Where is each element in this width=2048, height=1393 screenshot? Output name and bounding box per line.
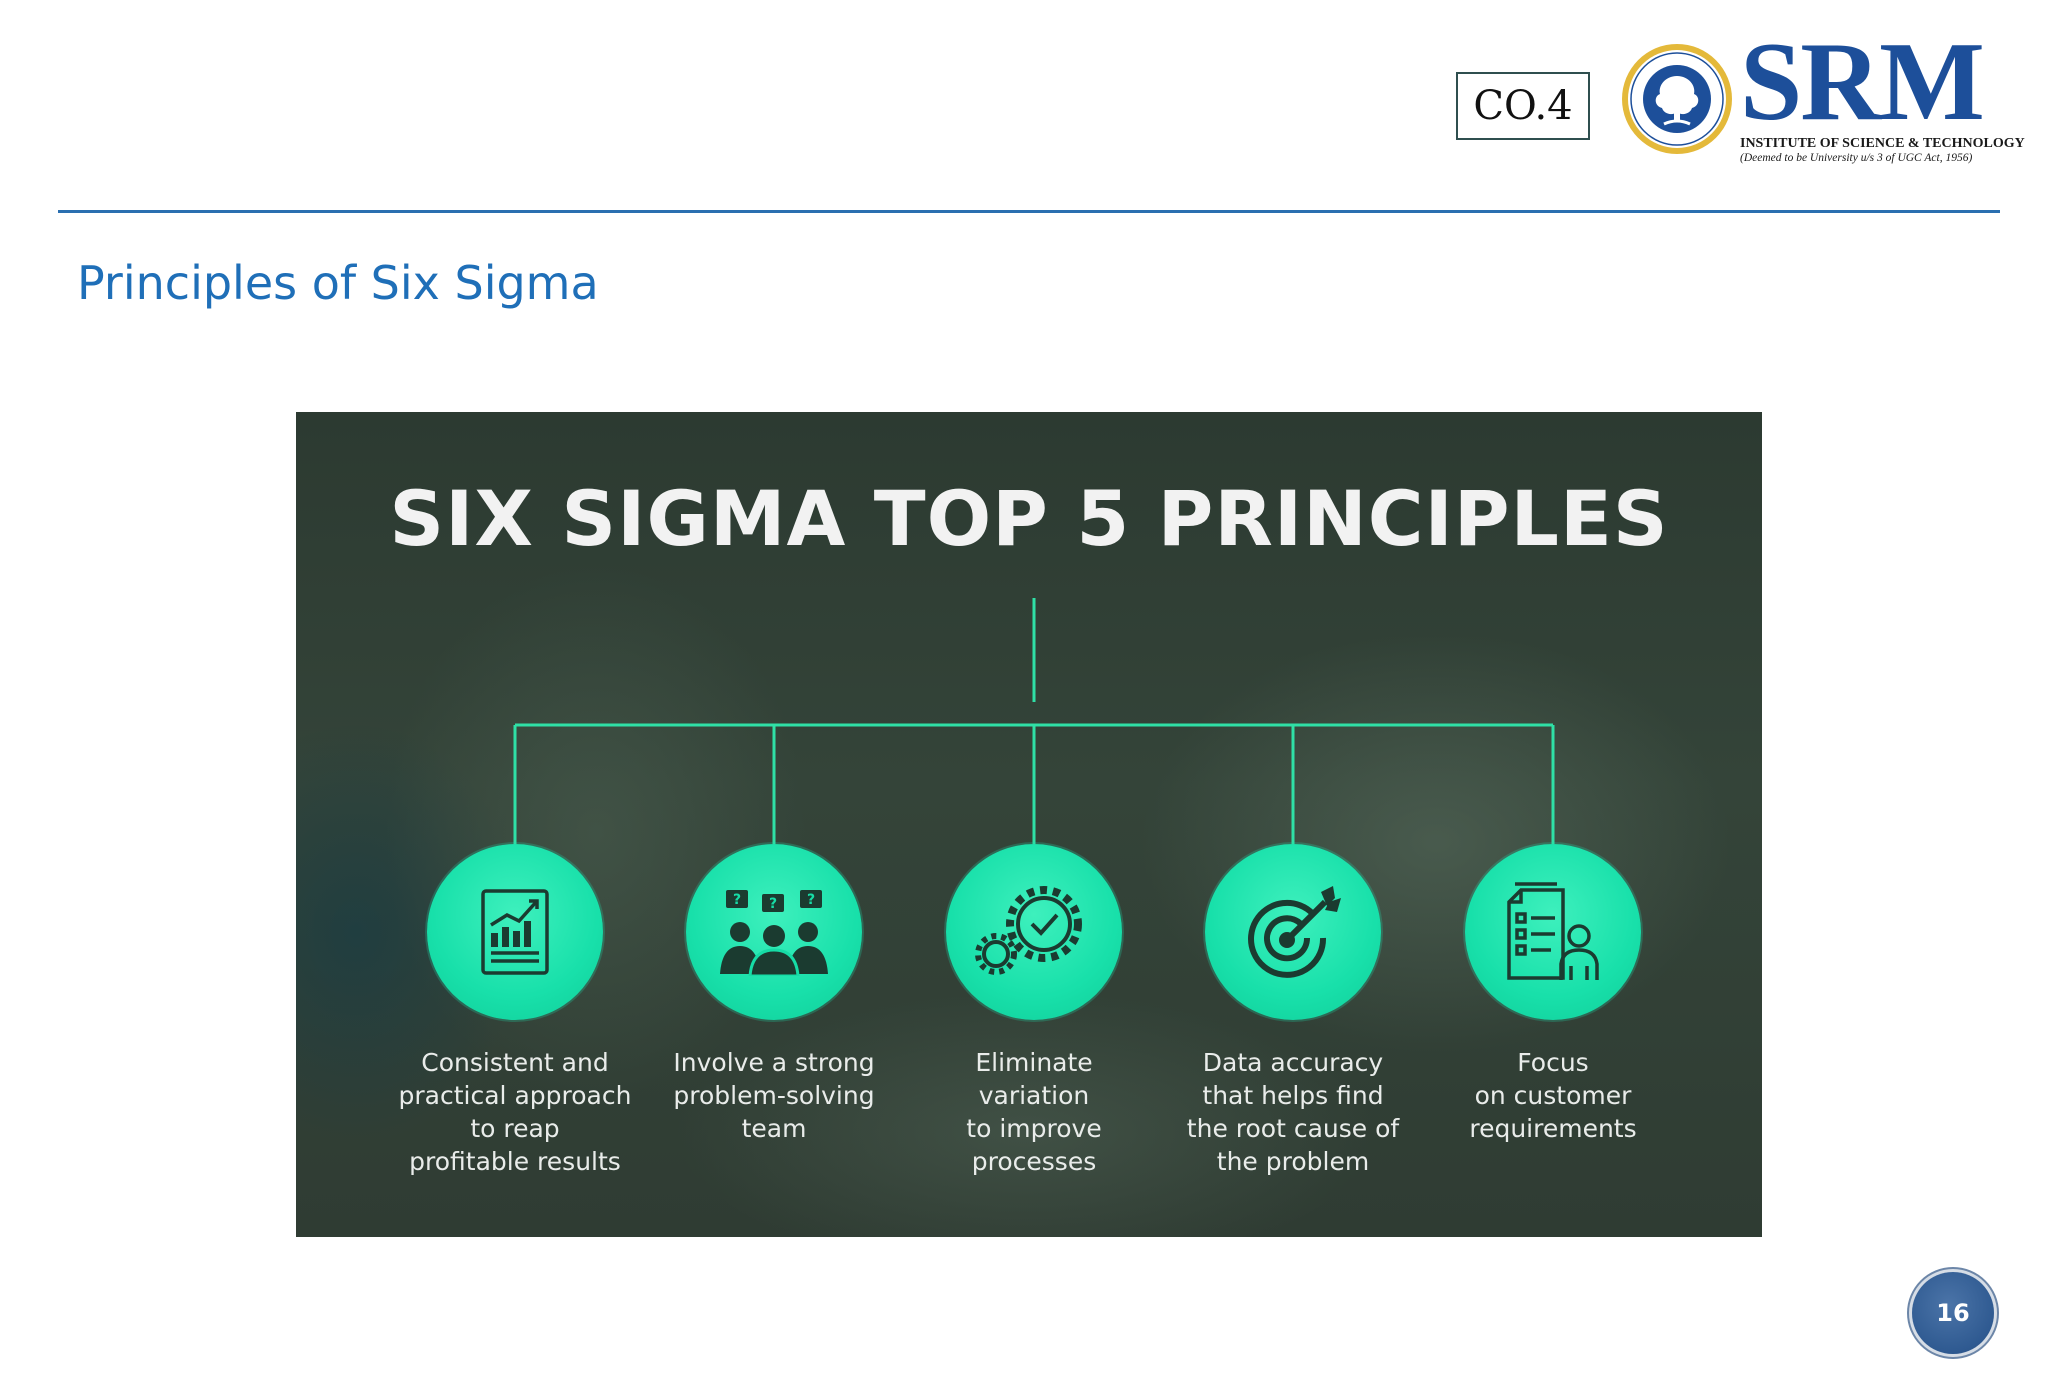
srm-logo: SRM INSTITUTE OF SCIENCE & TECHNOLOGY (D… (1740, 20, 2025, 164)
principle-text: Eliminate variation to improve processes (966, 1048, 1102, 1176)
logo-name: SRM (1740, 20, 1985, 144)
page-number-badge: 16 (1912, 1272, 1994, 1354)
header-divider (58, 210, 2000, 213)
co-label: CO.4 (1456, 72, 1590, 140)
gears-check-icon (972, 884, 1096, 980)
team-questions-icon: ? ? ? (718, 888, 830, 976)
chart-report-icon (475, 887, 555, 977)
logo-tagline: (Deemed to be University u/s 3 of UGC Ac… (1740, 152, 1973, 164)
principle-card: Focus on customer requirements (1433, 844, 1673, 1145)
principle-circle (427, 844, 603, 1020)
principle-card: Eliminate variation to improve processes (914, 844, 1154, 1178)
slide-title: Principles of Six Sigma (77, 256, 599, 310)
customer-checklist-icon (1501, 882, 1605, 982)
principle-card: Data accuracy that helps find the root c… (1173, 844, 1413, 1178)
principle-circle: ? ? ? (686, 844, 862, 1020)
principle-circle (1205, 844, 1381, 1020)
principle-circle (946, 844, 1122, 1020)
six-sigma-infographic: SIX SIGMA TOP 5 PRINCIPLES (296, 412, 1762, 1237)
target-arrow-icon (1243, 884, 1343, 980)
svg-text:?: ? (733, 892, 741, 908)
principle-card: ? ? ? Involve a strong problem-solving t… (654, 844, 894, 1145)
svg-text:?: ? (807, 892, 815, 908)
logo-subtitle: INSTITUTE OF SCIENCE & TECHNOLOGY (1740, 136, 2025, 151)
principle-text: Consistent and practical approach to rea… (398, 1048, 632, 1176)
university-seal-logo (1620, 42, 1734, 156)
principle-text: Data accuracy that helps find the root c… (1186, 1048, 1400, 1176)
principle-circle (1465, 844, 1641, 1020)
svg-text:?: ? (769, 896, 777, 912)
principle-text: Focus on customer requirements (1469, 1048, 1637, 1143)
infographic-heading: SIX SIGMA TOP 5 PRINCIPLES (389, 474, 1669, 563)
principle-text: Involve a strong problem-solving team (673, 1048, 875, 1143)
principle-card: Consistent and practical approach to rea… (395, 844, 635, 1178)
connector-lines (513, 598, 1555, 844)
